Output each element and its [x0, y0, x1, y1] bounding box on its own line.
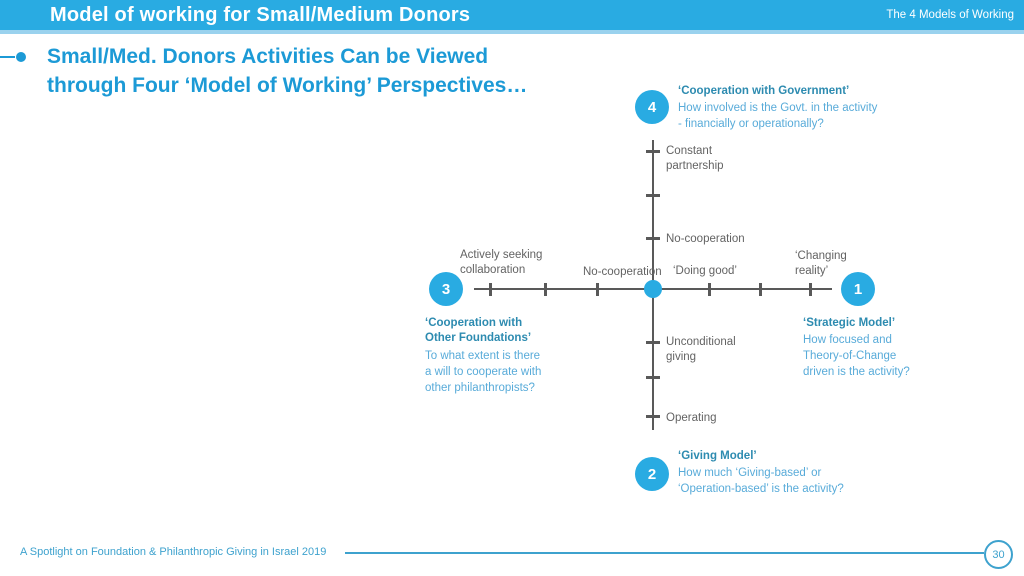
model-4-desc: How involved is the Govt. in the activit…: [678, 102, 878, 130]
footer-caption: A Spotlight on Foundation & Philanthropi…: [20, 546, 327, 558]
axis-tick: [646, 150, 660, 153]
axis-label-unconditional-giving: Unconditional giving: [666, 336, 736, 363]
axis-tick: [596, 283, 599, 296]
axis-label-actively-seeking: Actively seeking collaboration: [460, 249, 543, 276]
axis-tick: [646, 341, 660, 344]
header-accent-strip: [0, 30, 1024, 34]
section-tag: The 4 Models of Working: [886, 9, 1014, 21]
axis-tick: [646, 237, 660, 240]
model-3-desc: To what extent is there a will to cooper…: [425, 350, 542, 394]
axis-label-operating: Operating: [666, 412, 717, 424]
model-3-badge: 3: [429, 272, 463, 306]
page-number-badge: 30: [984, 540, 1013, 569]
axis-origin-dot: [644, 280, 662, 298]
axis-tick: [809, 283, 812, 296]
axis-label-constant-partnership: Constant partnership: [666, 145, 724, 172]
axis-label-no-cooperation-horizontal: No-cooperation: [583, 266, 662, 278]
model-2-title: ‘Giving Model’: [678, 450, 757, 462]
model-1-badge: 1: [841, 272, 875, 306]
heading-line1: Small/Med. Donors Activities Can be View…: [47, 45, 489, 68]
bullet-dot-icon: [16, 52, 26, 62]
axis-tick: [759, 283, 762, 296]
bullet-line: [0, 56, 15, 58]
model-3-title: ‘Cooperation with Other Foundations’: [425, 317, 532, 344]
model-2-badge: 2: [635, 457, 669, 491]
model-2-desc: How much ‘Giving-based’ or ‘Operation-ba…: [678, 467, 844, 495]
model-1-desc: How focused and Theory-of-Change driven …: [803, 334, 910, 378]
model-4-badge: 4: [635, 90, 669, 124]
axis-tick: [646, 415, 660, 418]
axis-tick: [708, 283, 711, 296]
axis-label-doing-good: ‘Doing good’: [673, 265, 737, 277]
axis-label-changing-reality: ‘Changing reality’: [795, 250, 847, 277]
axis-tick: [489, 283, 492, 296]
model-1-title: ‘Strategic Model’: [803, 317, 896, 329]
heading-line2: through Four ‘Model of Working’ Perspect…: [47, 74, 528, 97]
model-4-title: ‘Cooperation with Government’: [678, 85, 850, 97]
footer-rule: [345, 552, 984, 554]
page-heading: Small/Med. Donors Activities Can be View…: [47, 42, 527, 100]
axis-label-no-cooperation-vertical: No-cooperation: [666, 233, 745, 245]
axis-tick: [646, 194, 660, 197]
axis-tick: [646, 376, 660, 379]
header-bar: [0, 0, 1024, 30]
slide-title: Model of working for Small/Medium Donors: [50, 4, 471, 26]
axis-tick: [544, 283, 547, 296]
